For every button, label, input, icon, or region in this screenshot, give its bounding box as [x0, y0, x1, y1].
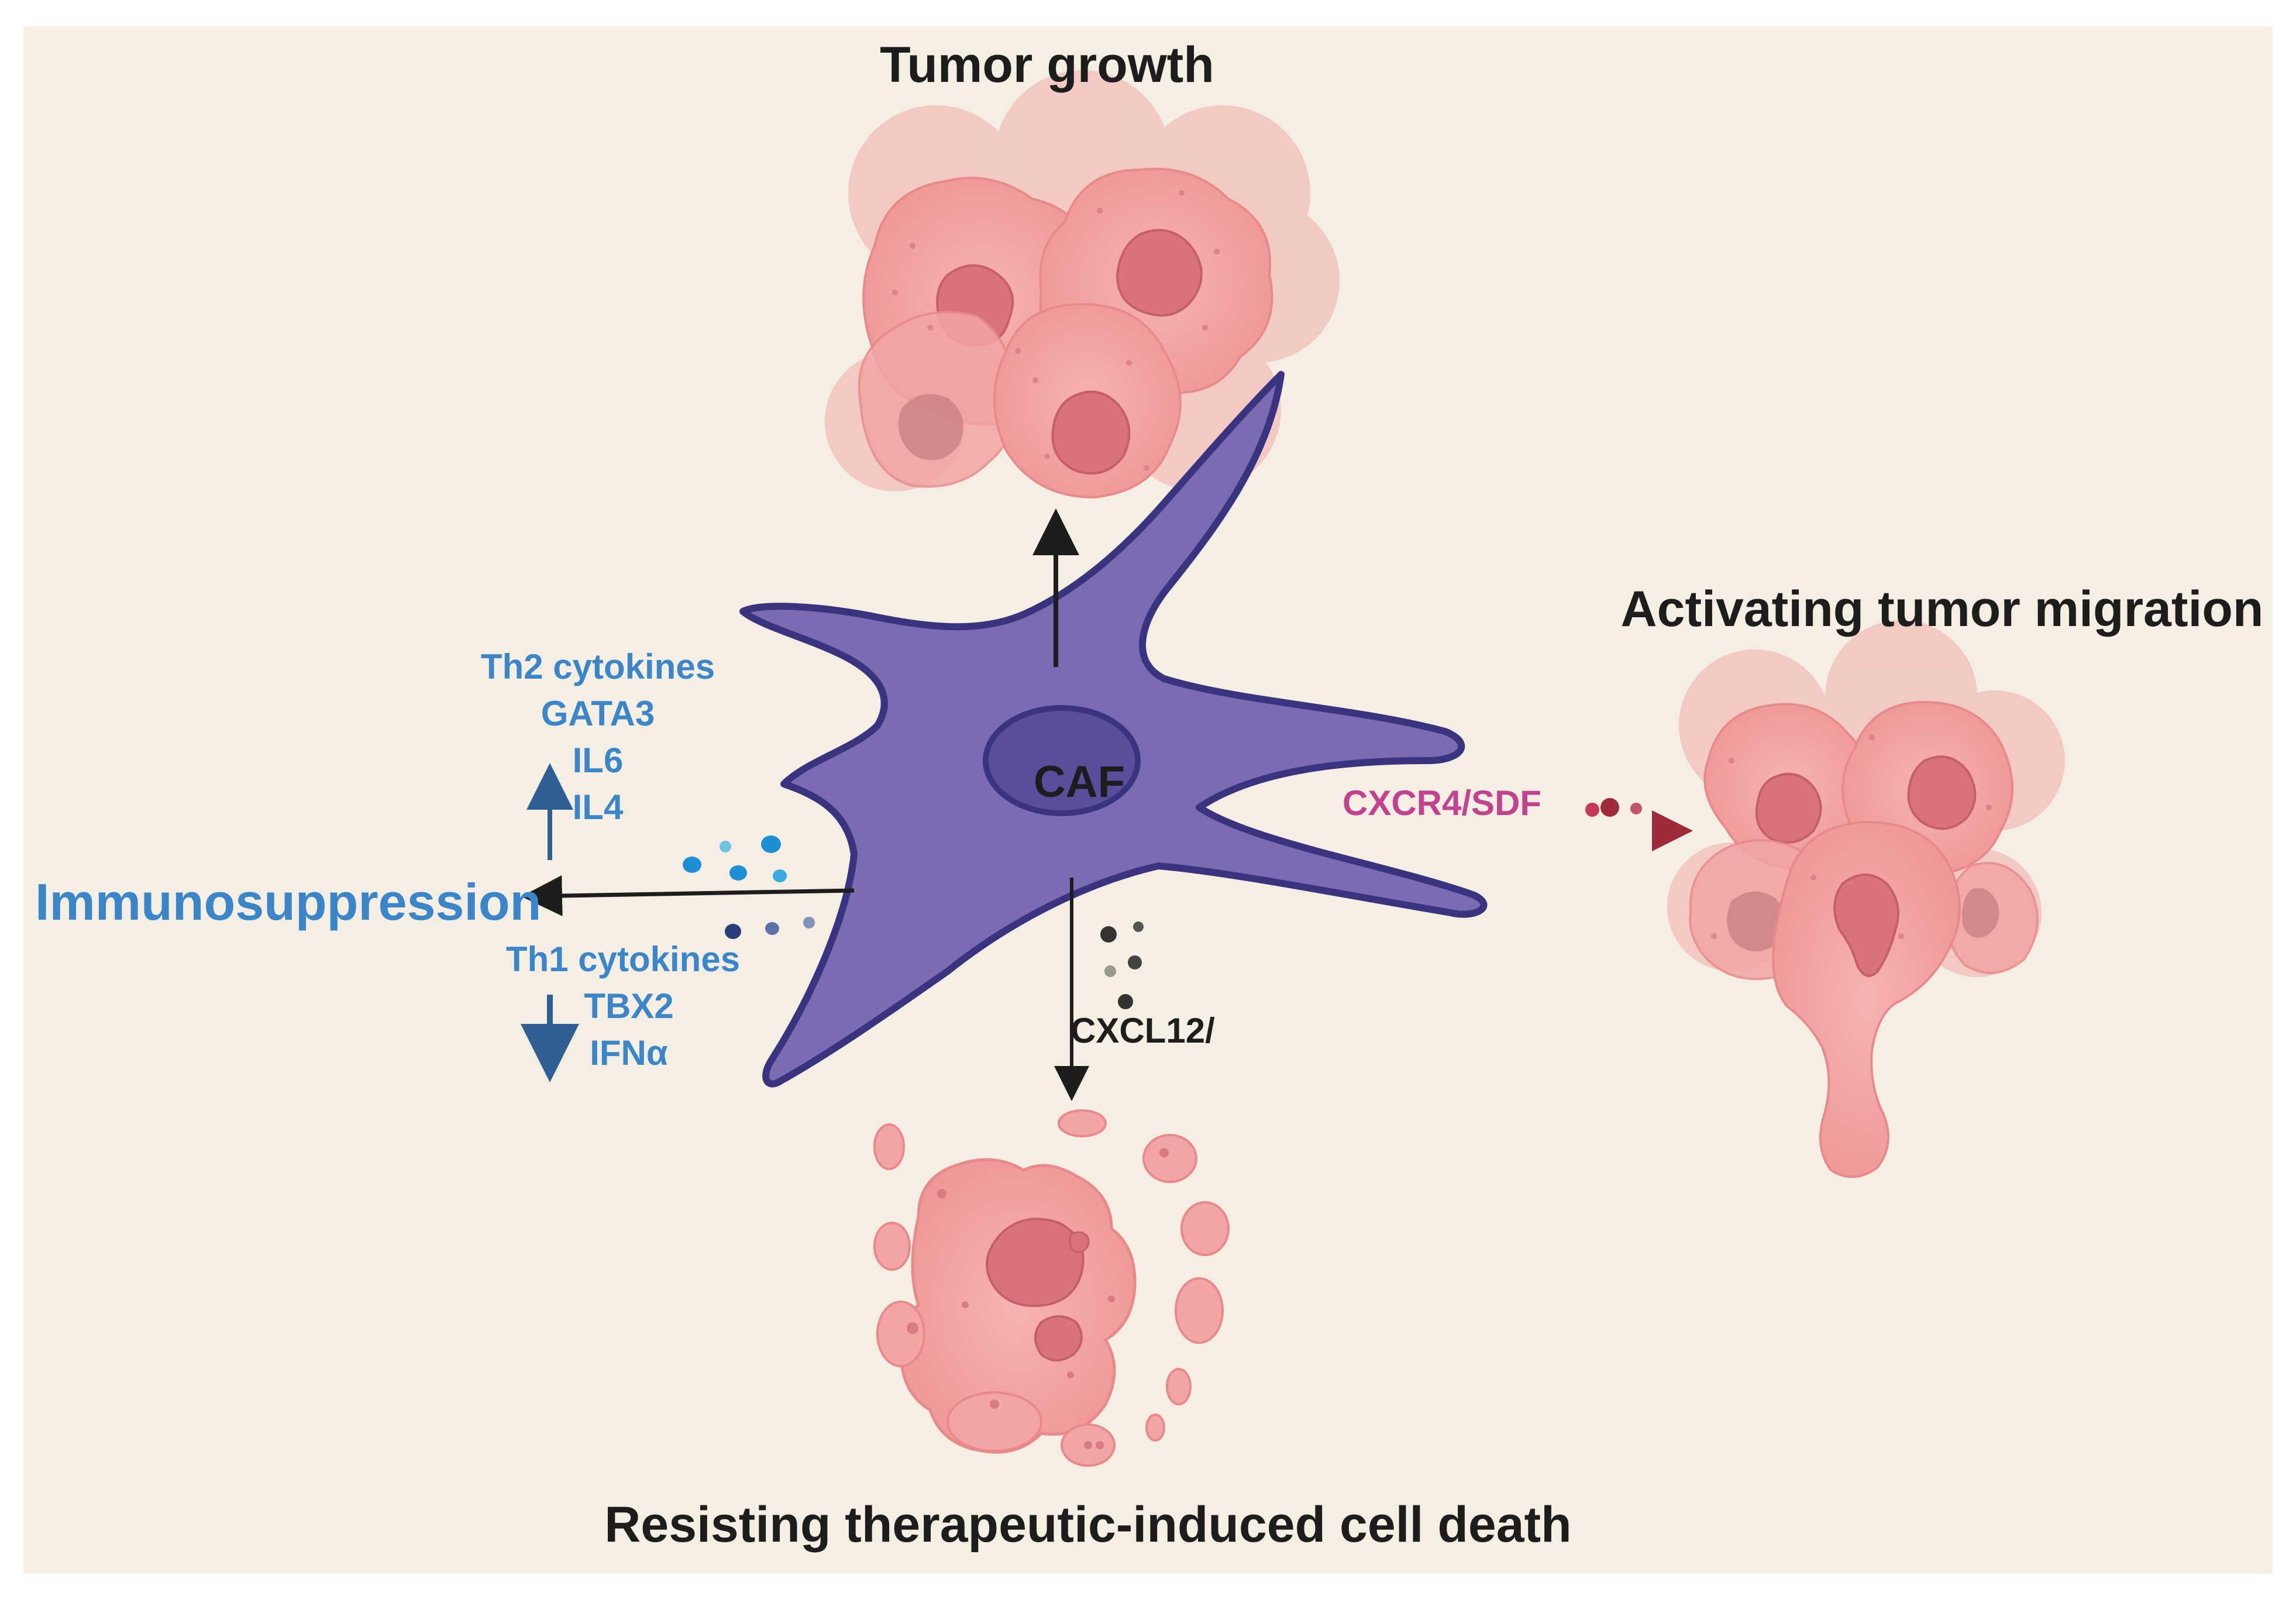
tumor-migration-cluster	[1667, 620, 2065, 1178]
sdf-dots	[1585, 798, 1642, 817]
th1-line-3: IFNα	[590, 1033, 668, 1072]
th1-line-2: TBX2	[584, 986, 673, 1026]
tumor-cell-4	[993, 302, 1182, 499]
dying-cell-cluster	[873, 1109, 1230, 1467]
blue-cytokine-dots	[683, 835, 815, 939]
th2-line-4: IL4	[573, 788, 624, 827]
caf-nucleus	[983, 705, 1141, 816]
tumor-cell-3	[858, 311, 1016, 488]
label-tumor-migration: Activating tumor migration	[1621, 581, 2264, 637]
migration-cell-1	[1703, 703, 1873, 871]
label-caf: CAF	[1034, 757, 1125, 807]
chemokine-dots	[1100, 921, 1144, 1009]
migration-cell-4	[1946, 862, 2039, 974]
label-tumor-growth: Tumor growth	[880, 37, 1214, 93]
caf-cell	[739, 371, 1488, 1088]
th2-line-3: IL6	[573, 741, 624, 780]
th2-line-1: Th2 cytokines	[481, 647, 715, 686]
label-cxcr4-sdf: CXCR4/SDF	[1343, 783, 1541, 823]
tumor-growth-cluster	[825, 70, 1340, 499]
migrating-tumor-cell	[1772, 820, 1961, 1178]
arrow-to-immunosuppression	[521, 875, 855, 916]
label-cell-death: Resisting therapeutic-induced cell death	[604, 1497, 1571, 1553]
th2-line-2: GATA3	[541, 694, 655, 733]
label-cxcl12: CXCL12/	[1070, 1011, 1215, 1050]
label-immunosuppression: Immunosuppression	[35, 873, 541, 931]
th1-line-1: Th1 cytokines	[506, 940, 740, 979]
